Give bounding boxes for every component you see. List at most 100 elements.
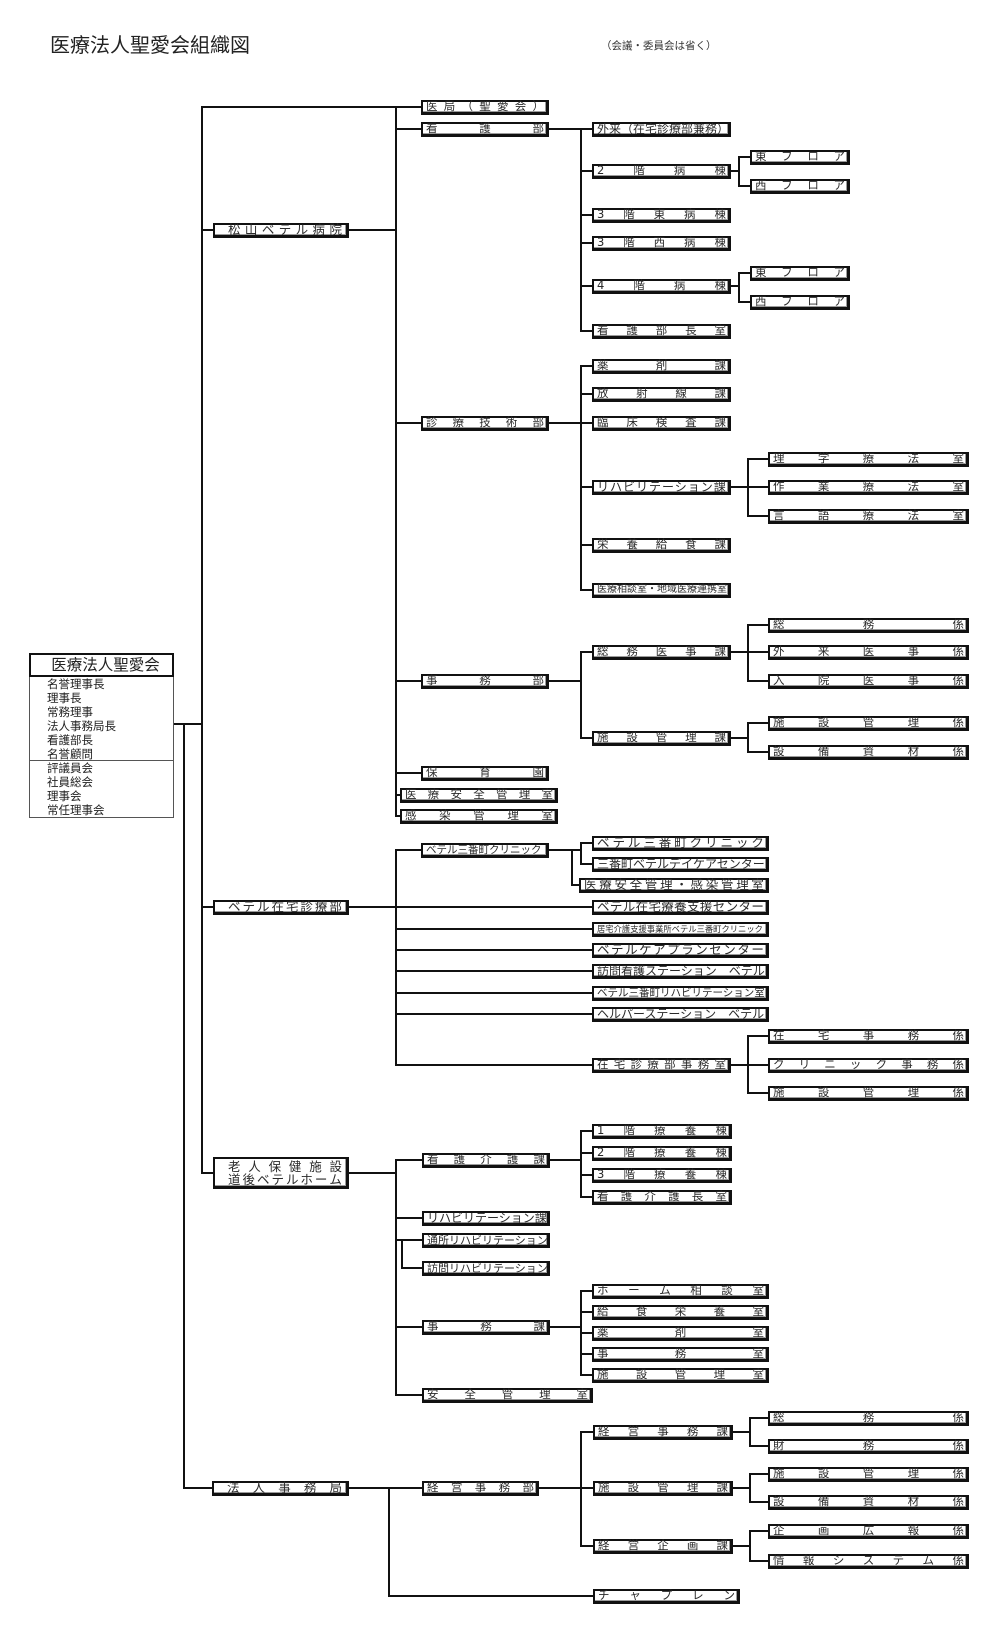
department-label: ヘルパーステーション ベテル [597, 1007, 765, 1021]
label-glyph: 後 [242, 1171, 255, 1187]
label-glyph: 階 [623, 1145, 635, 1160]
unit-box: 東フロア [750, 150, 850, 165]
unit-box: 言語療法室 [768, 509, 969, 524]
label-glyph: 護 [506, 1152, 519, 1167]
label-glyph: 松 [228, 221, 241, 237]
department-box: 訪問看護ステーション ベテル [592, 964, 769, 979]
label-glyph: 医 [862, 644, 875, 659]
label-glyph: 術 [505, 415, 518, 430]
department-box: 居宅介護支援事業所ベテル三番町クリニック [592, 922, 769, 937]
department-label: チャプレン [598, 1590, 735, 1602]
label-glyph: ロ [807, 178, 819, 193]
label-glyph: 療 [452, 415, 465, 430]
department-box: 診療技術部 [421, 416, 549, 431]
unit-box: 総務係 [768, 1411, 969, 1426]
label-glyph: 部 [532, 121, 545, 136]
label-glyph: 療 [654, 1167, 666, 1182]
section-box: 三番町ベテルデイケアセンター [592, 857, 769, 872]
section-label: 施設管理室 [597, 1369, 764, 1381]
label-glyph: ー [628, 1283, 640, 1298]
label-glyph: 係 [952, 744, 965, 759]
label-glyph: 宅 [648, 898, 661, 914]
label-glyph: 安 [450, 787, 463, 802]
label-glyph: 診 [300, 898, 313, 914]
label-glyph: フ [781, 149, 793, 164]
governing-body-item: 評議員会 [47, 761, 93, 775]
division-box-home-care: ベテル在宅診療部 [213, 900, 349, 915]
label-glyph: セ [712, 898, 726, 914]
unit-label: 東フロア [755, 267, 845, 279]
label-glyph: ル [627, 834, 641, 850]
label-glyph: 介 [644, 1189, 656, 1204]
label-glyph: プ [667, 941, 680, 957]
label-glyph: ン [723, 941, 736, 957]
label-glyph: 病 [684, 235, 696, 250]
page-note: （会議・委員会は省く） [601, 40, 717, 52]
label-glyph: 聖 [479, 99, 491, 114]
label-glyph: 援 [699, 898, 713, 914]
unit-label: 財務係 [773, 1440, 964, 1452]
label-glyph: 東 [755, 265, 767, 280]
department-label: 在宅診療部事務室 [597, 1059, 726, 1071]
label-glyph: テ [611, 941, 624, 957]
label-glyph: 事 [278, 1479, 291, 1495]
label-glyph: ベ [228, 898, 241, 914]
label-glyph: 全 [464, 1387, 476, 1402]
label-glyph: ベ [597, 941, 610, 957]
label-glyph: 理 [736, 876, 749, 892]
label-glyph: 事 [907, 644, 920, 659]
label-glyph: フ [781, 178, 793, 193]
label-glyph: ラ [681, 941, 694, 957]
label-glyph: 部 [532, 415, 545, 430]
unit-box: 施設管理係 [768, 716, 969, 731]
label-glyph: ク [751, 834, 764, 850]
section-box: 施設管理係 [768, 1086, 969, 1101]
label-glyph: ロ [807, 294, 819, 309]
department-box: ベテル在宅療養支援センター [592, 900, 769, 915]
section-box: 臨床検査課 [592, 416, 731, 431]
label-glyph: 護 [479, 121, 491, 136]
label-glyph: 資 [862, 744, 875, 759]
label-glyph: 施 [773, 1466, 785, 1481]
label-glyph: 務 [862, 1438, 875, 1453]
department-label: 居宅介護支援事業所ベテル三番町クリニック [597, 923, 763, 934]
label-glyph: 課 [714, 358, 727, 373]
label-glyph: 室 [714, 323, 727, 338]
unit-box: 設備資材係 [768, 745, 969, 760]
department-box: 事務部 [421, 674, 549, 689]
department-label: 経営事務部 [427, 1482, 534, 1494]
label-glyph: 理 [685, 730, 697, 745]
governing-body-item: 理事会 [47, 789, 82, 803]
label-glyph: ベ [597, 898, 610, 914]
label-glyph: リ [705, 834, 718, 850]
label-glyph: 事 [426, 673, 438, 688]
label-glyph: 課 [716, 1538, 729, 1553]
label-glyph: 感 [405, 808, 417, 823]
label-glyph: ア [833, 294, 845, 309]
section-box: ホーム相談室 [592, 1284, 769, 1299]
label-glyph: 画 [817, 1523, 830, 1538]
label-glyph: 在 [271, 898, 284, 914]
label-glyph: ） [532, 99, 545, 114]
label-glyph: 棟 [714, 163, 726, 178]
unit-box: 企画広報係 [768, 1524, 969, 1539]
label-glyph: 線 [675, 386, 687, 401]
label-glyph: 施 [773, 715, 785, 730]
department-box: 医局（聖愛会） [421, 100, 549, 115]
label-glyph: 業 [817, 479, 830, 494]
department-label: 医療安全管理室 [405, 789, 553, 801]
label-glyph: 技 [479, 415, 491, 430]
label-glyph: 係 [952, 644, 965, 659]
label-glyph: 係 [952, 1438, 965, 1453]
label-glyph: 外 [773, 644, 785, 659]
department-label: 感染管理室 [405, 810, 553, 822]
label-glyph: 事 [427, 1319, 439, 1334]
label-glyph: 階 [623, 1123, 635, 1138]
section-box: 医療相談室・地域医療連携室 [592, 583, 731, 598]
department-label: ベテル三番町リハビリテーション室 [597, 986, 765, 999]
label-glyph: 係 [952, 1553, 964, 1568]
